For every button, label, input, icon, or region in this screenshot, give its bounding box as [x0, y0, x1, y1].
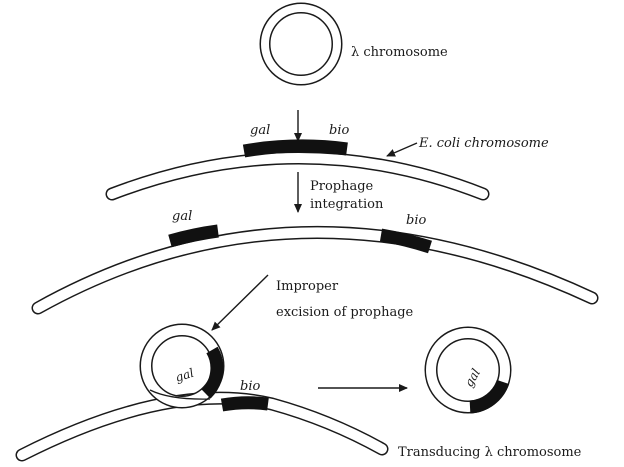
ecoli-pointer-arrow: [387, 143, 417, 156]
integration-label-line2: integration: [310, 197, 384, 212]
excision-loop: [22, 330, 382, 455]
excision-label-line1: Improper: [276, 279, 339, 294]
gal-label-ecoli: gal: [250, 123, 270, 138]
integrated-chromosome: [38, 231, 592, 308]
gal-bio-region: [244, 146, 347, 151]
lambda-chromosome-label: λ chromosome: [351, 45, 448, 60]
integration-label-line1: Prophage: [310, 179, 374, 194]
gal-label-integrated: gal: [172, 209, 192, 224]
gal-label-loop: gal: [173, 366, 195, 385]
bio-label-loop: bio: [240, 379, 260, 394]
arrow-excision: [212, 275, 268, 330]
bio-region-loop: [222, 403, 268, 405]
excision-label-line2: excision of prophage: [276, 305, 414, 320]
bio-label-ecoli: bio: [329, 123, 349, 138]
lambda-chromosome-ring: [265, 8, 337, 80]
ecoli-chromosome-label: E. coli chromosome: [418, 136, 549, 151]
gal-label-transducing: gal: [462, 366, 484, 389]
transducing-label: Transducing λ chromosome: [398, 445, 582, 460]
bio-label-integrated: bio: [406, 213, 426, 228]
gal-region-loop: [206, 350, 217, 394]
